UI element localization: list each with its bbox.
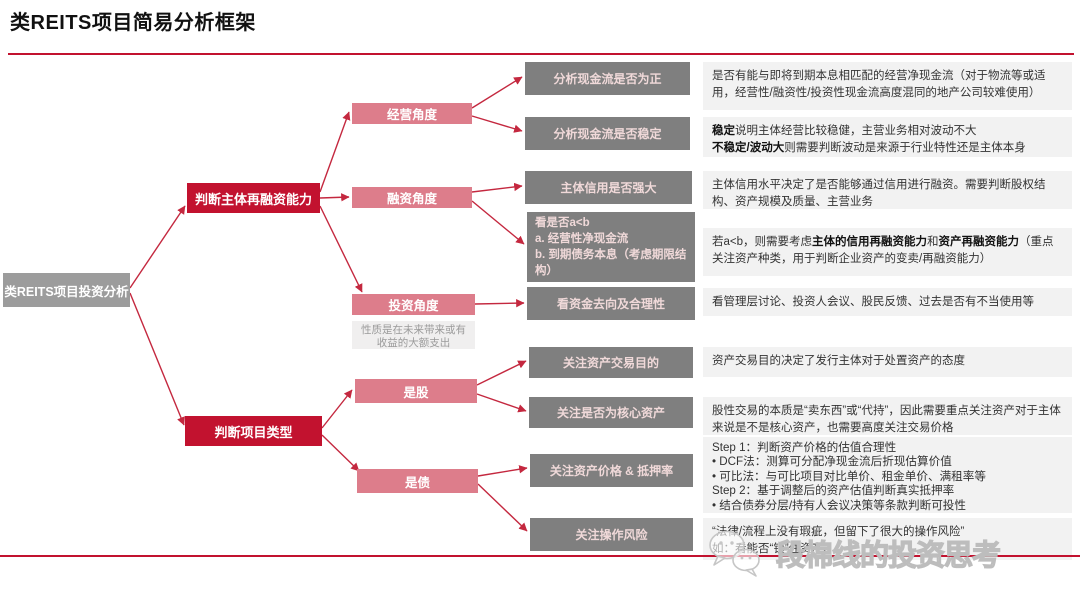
check-line: 看是否a<b [535,217,590,229]
desc-bold: 稳定 [712,125,735,137]
node-root-reits-investment-analysis: 类REITS项目投资分析 [3,273,130,307]
desc-line: • 可比法：与可比项目对比单价、租金单价、满租率等 [712,469,986,483]
check-a-less-than-b: 看是否a<b a. 经营性净现金流 b. 到期债务本息（考虑期限结构） [527,212,695,282]
check-label: 主体信用是否强大 [560,181,657,195]
desc-text: 看管理层讨论、投资人会议、股民反馈、过去是否有不当使用等 [712,296,1034,308]
desc-a-less-than-b: 若a<b，则需要考虑主体的信用再融资能力和资产再融资能力（重点关注资产种类，用于… [703,228,1072,276]
desc-line: “法律/流程上没有瑕疵，但留下了很大的操作风险” [712,526,965,538]
desc-price-and-ltv: Step 1：判断资产价格的估值合理性 • DCF法：测算可分配净现金流后折现估… [703,437,1072,513]
check-line: a. 经营性净现金流 [535,232,629,245]
desc-trade-purpose: 资产交易目的决定了发行主体对于处置资产的态度 [703,347,1072,377]
check-label: 分析现金流是否稳定 [553,127,662,141]
check-price-and-ltv: 关注资产价格 & 抵押率 [530,454,693,487]
investing-angle-note: 性质是在未来带来或有 收益的大额支出 [352,321,475,349]
check-core-asset: 关注是否为核心资产 [529,397,693,428]
desc-bold: 主体的信用再融资能力 [812,236,928,248]
check-operation-risk: 关注操作风险 [530,518,693,551]
page-title: 类REITS项目简易分析框架 [10,12,256,34]
node-label: 经营角度 [386,108,437,122]
node-label: 类REITS项目投资分析 [4,284,129,299]
check-label: 关注资产交易目的 [562,356,659,370]
check-label: 分析现金流是否为正 [553,72,662,86]
desc-line: • DCF法：测算可分配净现金流后折现估算价值 [712,455,952,469]
title-underline [8,53,1074,55]
node-judge-project-type: 判断项目类型 [185,416,322,446]
node-label: 判断项目类型 [214,424,293,440]
note-line: 性质是在未来带来或有 [361,324,466,336]
node-investing-angle: 投资角度 [352,294,475,315]
desc-cashflow-stable: 稳定说明主体经营比较稳健，主营业务相对波动不大 不稳定/波动大则需要判断波动是来… [703,117,1072,157]
desc-text: 则需要判断波动是来源于行业特性还是主体本身 [784,141,1026,154]
note-line: 收益的大额支出 [376,337,451,350]
desc-bold: 不稳定/波动大 [712,141,785,154]
bottom-divider [0,555,1080,557]
desc-text: 若a<b，则需要考虑 [712,236,813,248]
node-judge-refinance-ability: 判断主体再融资能力 [187,183,320,213]
desc-fund-usage: 看管理层讨论、投资人会议、股民反馈、过去是否有不当使用等 [703,288,1072,316]
desc-text: 是否有能与即将到期本息相匹配的经营净现金流（对于物流等或适用，经营性/融资性/投… [712,70,1046,99]
check-cashflow-positive: 分析现金流是否为正 [525,62,690,95]
check-line: b. 到期债务本息（考虑期限结构） [535,248,687,277]
desc-line: Step 1：判断资产价格的估值合理性 [712,441,897,454]
check-credit-strength: 主体信用是否强大 [525,171,692,204]
check-label: 看资金去向及合理性 [556,297,665,311]
node-operating-angle: 经营角度 [352,103,472,124]
check-label: 关注是否为核心资产 [556,406,665,420]
desc-bold: 资产再融资能力 [938,236,1020,248]
wechat-icon [709,530,760,577]
node-label: 是债 [404,475,430,490]
desc-text: （重点关注资产种类，用于判断企业资产的变卖/再融资能力） [712,236,1054,265]
check-label: 关注操作风险 [575,528,648,542]
watermark-text: 段棉线的投资思考 [775,539,1001,572]
desc-text: 股性交易的本质是“卖东西”或“代持”，因此需要重点关注资产对于主体来说是不是核心… [712,405,1061,434]
check-trade-purpose: 关注资产交易目的 [529,347,693,378]
node-label: 投资角度 [388,299,439,313]
node-debt-type: 是债 [357,469,478,493]
check-label: 关注资产价格 & 抵押率 [549,464,674,478]
node-equity-type: 是股 [355,379,477,403]
desc-text: 说明主体经营比较稳健，主营业务相对波动不大 [735,125,977,137]
desc-text: 和 [927,236,939,248]
node-label: 判断主体再融资能力 [194,191,312,207]
desc-core-asset: 股性交易的本质是“卖东西”或“代持”，因此需要重点关注资产对于主体来说是不是核心… [703,397,1072,435]
check-cashflow-stable: 分析现金流是否稳定 [525,117,690,150]
desc-cashflow-positive: 是否有能与即将到期本息相匹配的经营净现金流（对于物流等或适用，经营性/融资性/投… [703,62,1072,110]
desc-line: Step 2：基于调整后的资产估值判断真实抵押率 [712,484,955,498]
check-fund-usage: 看资金去向及合理性 [527,287,695,320]
desc-line: • 结合债券分层/持有人会议决策等条款判断可投性 [712,498,966,512]
node-label: 融资角度 [386,192,437,206]
node-label: 是股 [403,385,429,400]
node-financing-angle: 融资角度 [352,187,472,208]
desc-text: 主体信用水平决定了是否能够通过信用进行融资。需要判断股权结构、资产规模及质量、主… [712,179,1046,208]
desc-credit-strength: 主体信用水平决定了是否能够通过信用进行融资。需要判断股权结构、资产规模及质量、主… [703,171,1072,209]
desc-text: 资产交易目的决定了发行主体对于处置资产的态度 [712,355,965,367]
watermark: 段棉线的投资思考 [706,527,1002,579]
